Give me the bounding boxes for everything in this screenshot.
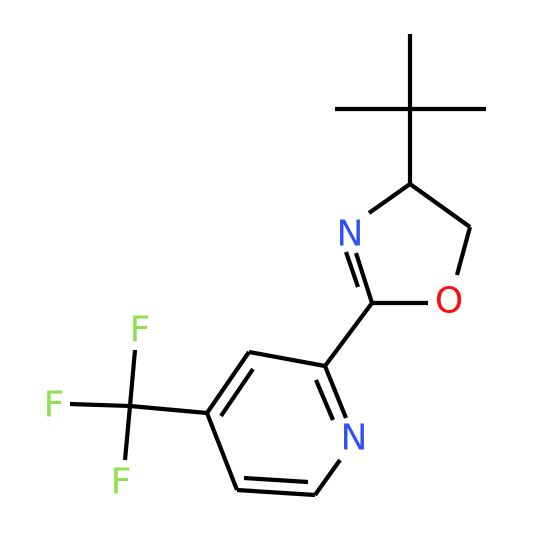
bond-cf3-f-left — [69, 401, 131, 409]
bond-pyc2-pyc3 — [248, 349, 326, 369]
bond-cf3-f-bottom — [122, 405, 133, 461]
bond-pyc5-pyc6-1 — [236, 487, 316, 498]
atom-label-n-pyridine: N — [341, 418, 368, 459]
bond-n-pyc2-2 — [314, 379, 335, 421]
bond-pyc3-pyc4-2 — [219, 367, 255, 418]
bond-c5-o — [454, 226, 473, 276]
bond-pyc6-n — [313, 458, 342, 497]
bond-pyc5-pyc6-2 — [243, 475, 309, 485]
bond-c2-n-2 — [344, 251, 360, 288]
bond-n-c4 — [367, 182, 412, 215]
atom-label-f-bottom: F — [111, 462, 132, 503]
atom-label-o-oxazoline: O — [435, 281, 463, 322]
atom-labels: N O N F F F — [44, 214, 464, 503]
bond-c2-n-1 — [353, 252, 375, 304]
atom-label-f-left: F — [44, 385, 65, 426]
bond-pyc4-pyc5 — [205, 412, 239, 491]
bond-cf3-f-top — [127, 349, 138, 407]
atom-label-n-oxazoline: N — [337, 214, 364, 255]
bond-pyc4-cf3 — [129, 403, 208, 416]
bond-c4-c5 — [408, 182, 472, 229]
bond-pyc3-pyc4-1 — [205, 350, 251, 415]
bonds — [69, 34, 486, 498]
bond-n-pyc2-1 — [323, 365, 348, 419]
atom-label-f-top: F — [130, 310, 151, 351]
bond-c2-pyc2 — [323, 301, 374, 368]
